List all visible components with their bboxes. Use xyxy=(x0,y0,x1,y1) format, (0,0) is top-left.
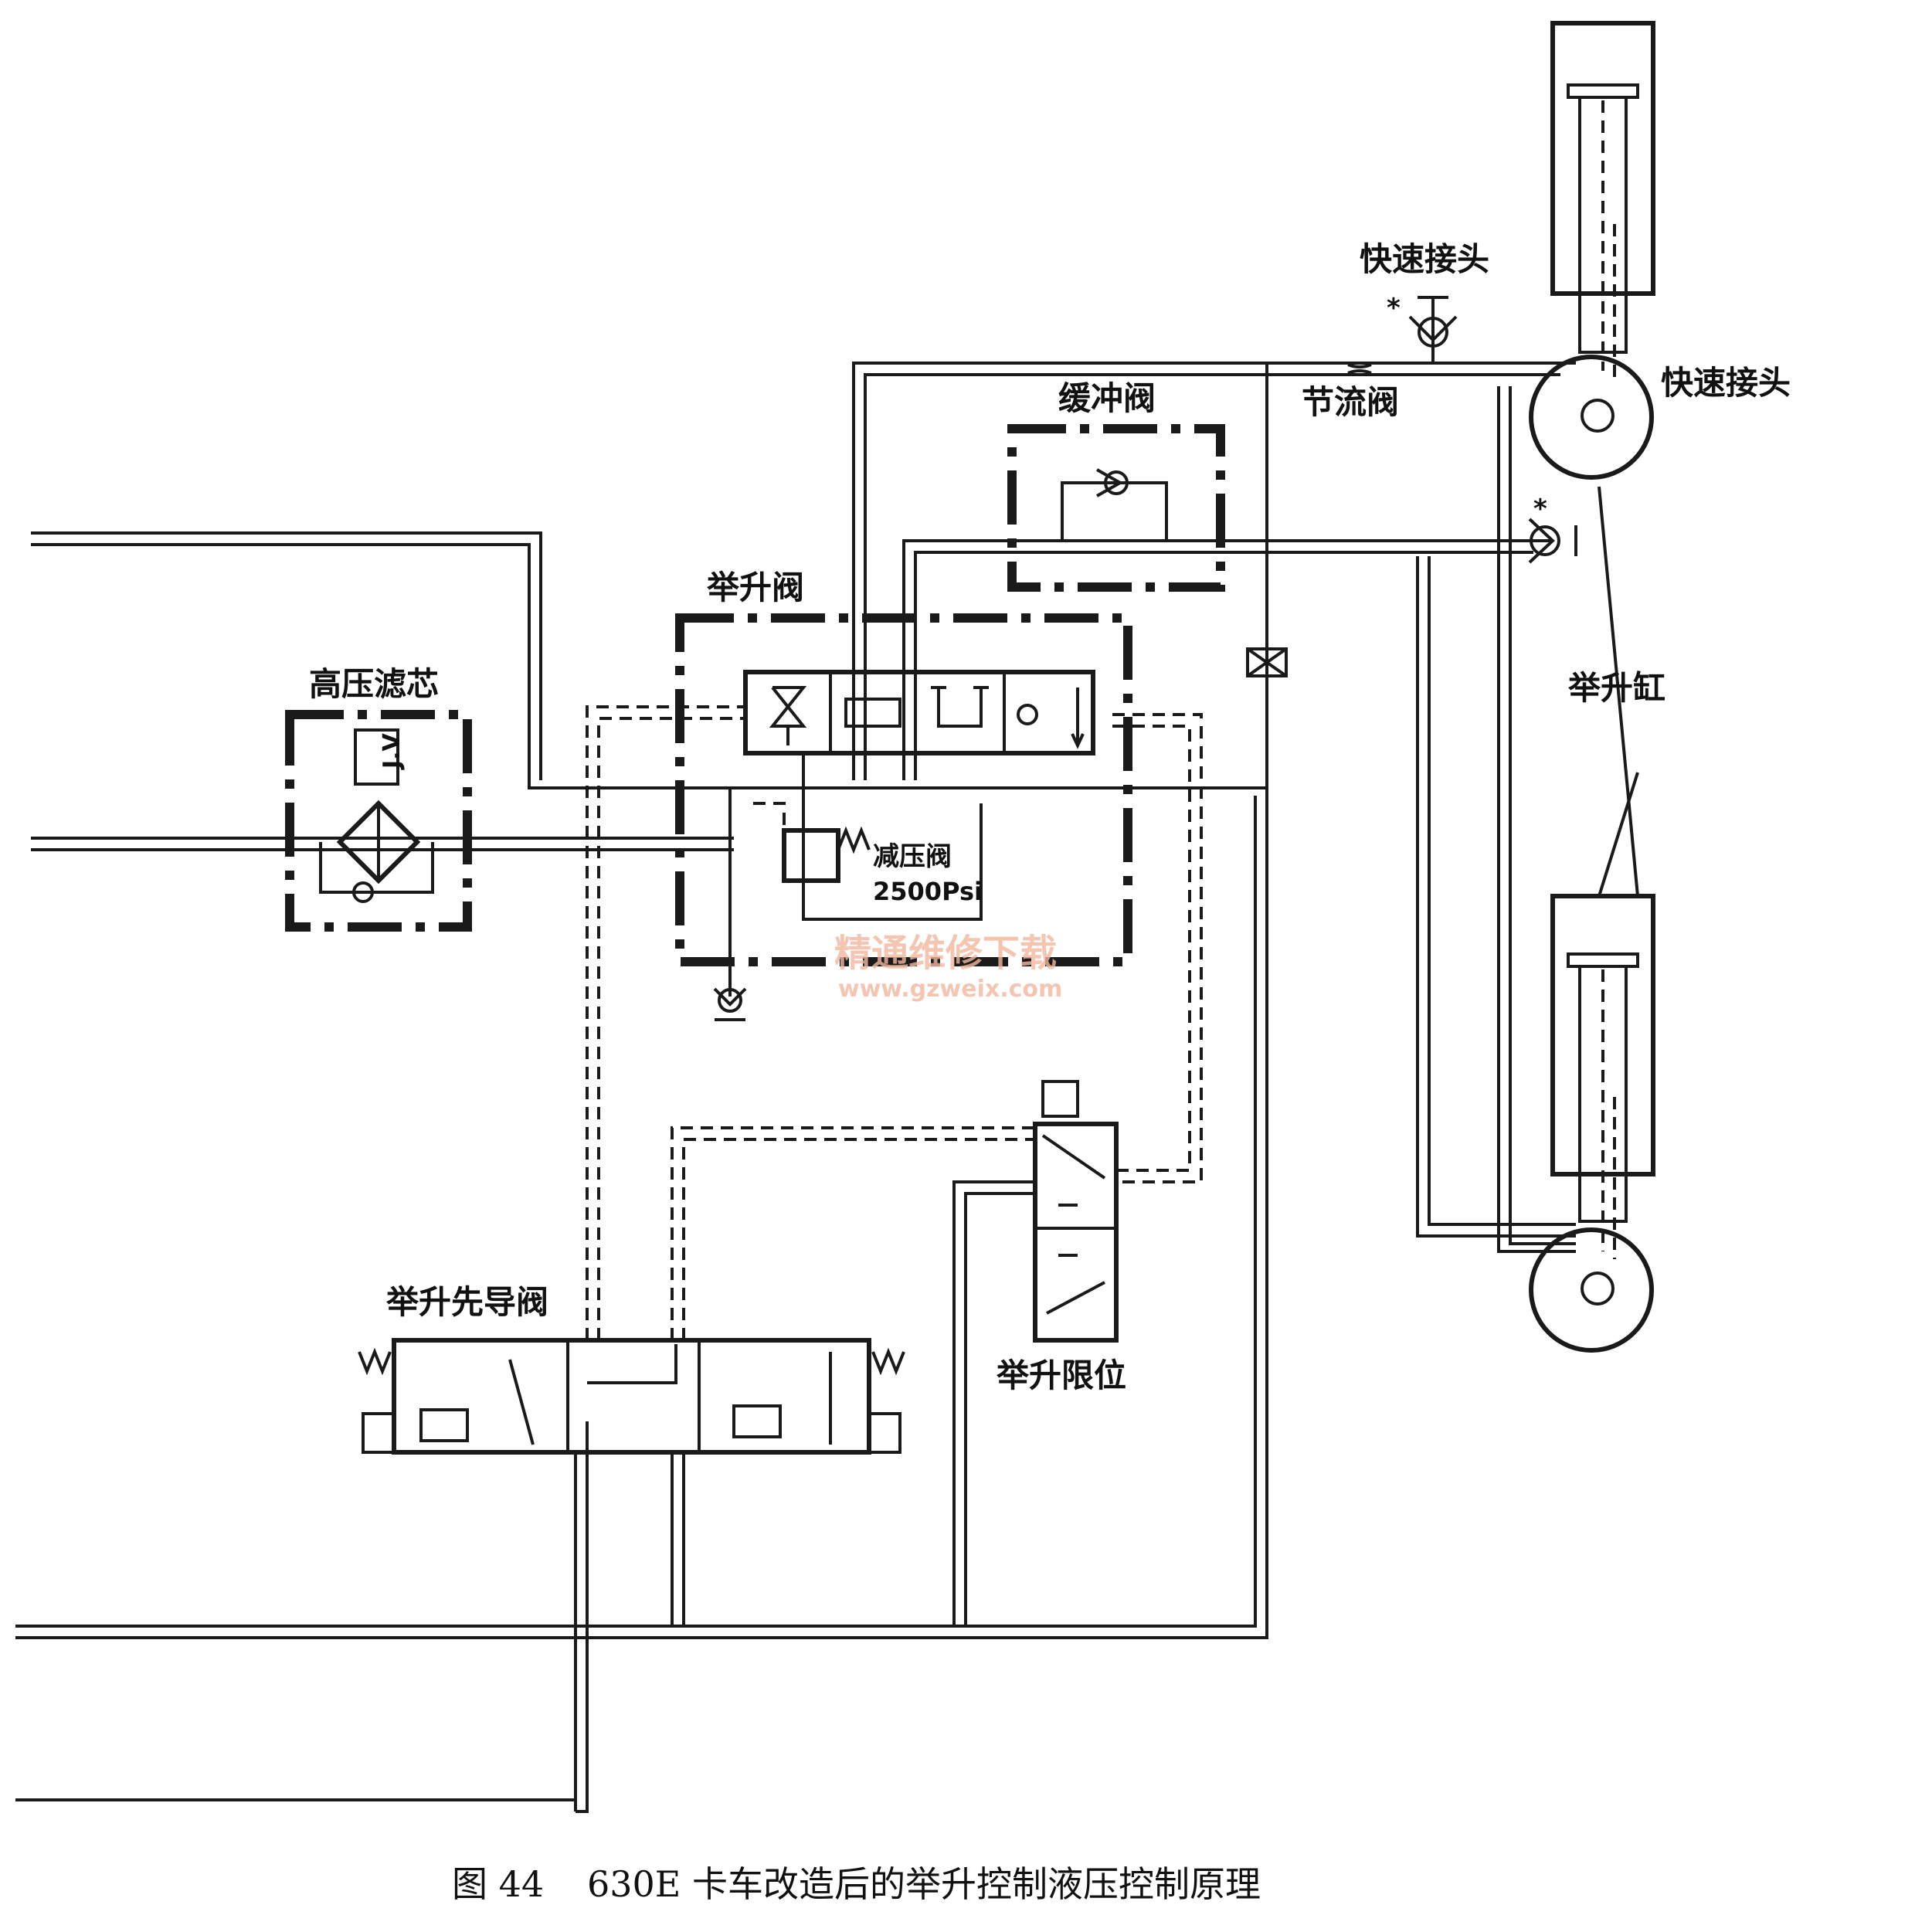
label-hoist-pilot-valve: 举升先导阀 xyxy=(385,1283,548,1321)
main-pipes xyxy=(15,362,1576,1813)
hoist-valve-tank-check xyxy=(713,788,747,1021)
watermark-line2: www.gzweix.com xyxy=(838,976,1062,1003)
pilot-lines xyxy=(586,705,1203,1340)
manual-valve-symbol xyxy=(1246,647,1288,677)
hp-filter xyxy=(285,710,472,932)
relief-valve xyxy=(753,753,983,921)
label-star-1: * xyxy=(1387,293,1401,324)
label-hoist-limit: 举升限位 xyxy=(996,1356,1126,1394)
label-jv: J.V xyxy=(379,732,406,770)
label-relief-pressure: 2500Psi xyxy=(873,877,983,906)
caption-figure-no: 图 44 xyxy=(452,1863,544,1905)
cylinder-leader-bottom xyxy=(1598,772,1639,897)
hoist-cylinder-top xyxy=(1529,21,1655,480)
hoist-pilot-valve xyxy=(358,1338,905,1455)
label-hoist-cylinder: 举升缸 xyxy=(1567,669,1665,707)
watermark-line1: 精通维修下载 xyxy=(834,932,1057,975)
label-buffer-valve: 缓冲阀 xyxy=(1058,379,1156,417)
hoist-limit xyxy=(1033,1080,1119,1343)
label-hp-filter: 高压滤芯 xyxy=(309,665,439,703)
label-quick-coupler-top: 快速接头 xyxy=(1360,240,1489,278)
hoist-valve xyxy=(675,613,1132,966)
buffer-valve xyxy=(1007,424,1225,592)
label-quick-coupler-right: 快速接头 xyxy=(1661,364,1791,402)
caption-title: 630E 卡车改造后的举升控制液压控制原理 xyxy=(587,1863,1261,1905)
label-relief-valve: 减压阀 xyxy=(873,841,952,872)
cylinder-leader-top xyxy=(1598,486,1639,897)
label-star-2: * xyxy=(1533,494,1547,525)
quick-coupler-right-symbol xyxy=(1510,518,1577,564)
label-throttle-valve: 节流阀 xyxy=(1302,383,1399,421)
label-hoist-valve: 举升阀 xyxy=(706,569,804,606)
quick-coupler-top-symbol xyxy=(1408,296,1458,363)
hoist-cylinder-bottom xyxy=(1529,894,1655,1353)
throttle-valve-symbol xyxy=(1347,363,1372,375)
